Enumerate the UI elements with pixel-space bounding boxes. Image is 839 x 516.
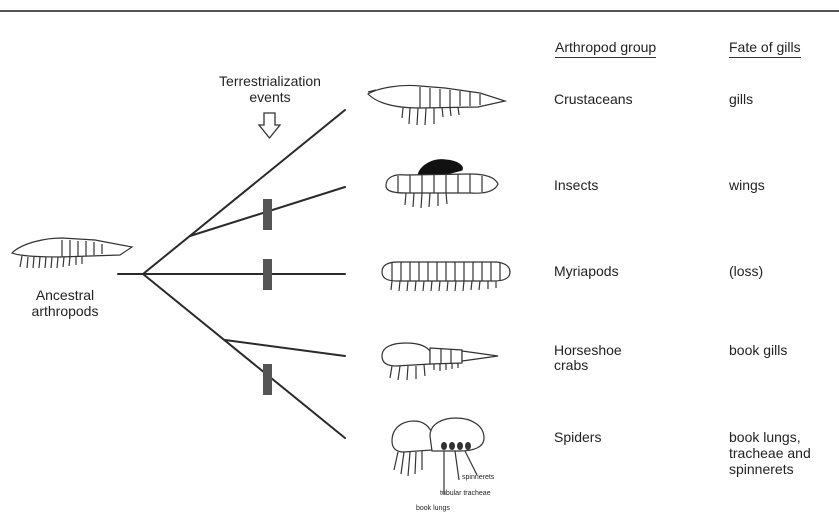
branch-spiders [143,274,345,438]
event-marker-myriapods [263,259,272,290]
insect-icon [386,160,498,208]
down-arrow-icon [259,113,280,138]
myriapod-icon [382,262,510,291]
crustacean-icon [368,85,505,125]
branch-crustaceans [143,110,345,274]
branch-horseshoe-crabs [225,340,345,356]
horseshoe-crab-icon [382,343,498,380]
event-marker-insects [263,199,272,230]
spider-icon [392,418,484,494]
ancestral-arthropod-icon [12,238,132,268]
event-marker-spiders [263,364,272,395]
